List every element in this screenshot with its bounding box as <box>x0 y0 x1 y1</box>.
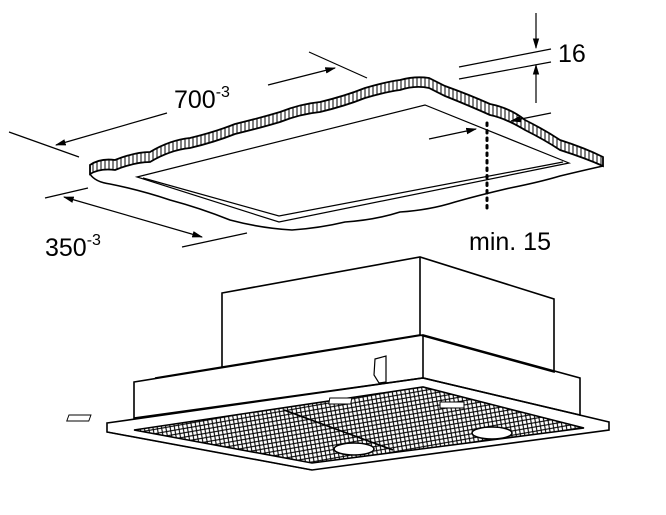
ceiling-edge-hatch <box>89 76 604 176</box>
extension-line <box>8 131 80 158</box>
arrow-right-icon <box>428 127 478 140</box>
dimension-thickness: 16 <box>458 13 586 103</box>
dimension-width: 700-3 <box>8 51 368 158</box>
hood-lower-edge <box>154 366 223 379</box>
filter-clip-icon <box>66 414 92 422</box>
grease-filter-area <box>133 386 585 464</box>
extension-line <box>308 51 368 79</box>
dimension-depth: 350-3 <box>44 187 248 262</box>
light-icon <box>471 426 513 440</box>
arrow-left-icon <box>54 112 168 146</box>
ceiling-edge-front <box>89 165 604 231</box>
arrow-left-icon <box>509 112 552 123</box>
cutout-opening <box>134 104 572 223</box>
width-label: 700-3 <box>174 84 230 114</box>
thickness-label: 16 <box>558 40 586 68</box>
hood-latch-icon <box>373 355 387 384</box>
dimension-clearance: min. 15 <box>428 112 552 256</box>
cooker-hood <box>66 256 610 471</box>
arrow-right-icon <box>267 67 337 86</box>
extension-line <box>181 232 248 248</box>
extension-line <box>44 187 89 199</box>
clearance-label: min. 15 <box>469 228 551 256</box>
extension-line <box>458 48 552 68</box>
filter-clip-icon <box>439 401 465 409</box>
ceiling-cutout <box>89 76 604 231</box>
filter-divider <box>283 409 394 451</box>
depth-label: 350-3 <box>45 232 101 262</box>
hood-upper-box <box>221 256 555 374</box>
arrow-double-icon <box>62 196 204 238</box>
tray-edge <box>106 431 313 471</box>
cutout-opening-inner <box>142 161 564 217</box>
light-icon <box>333 442 375 456</box>
filter-clip-icon <box>328 397 353 405</box>
